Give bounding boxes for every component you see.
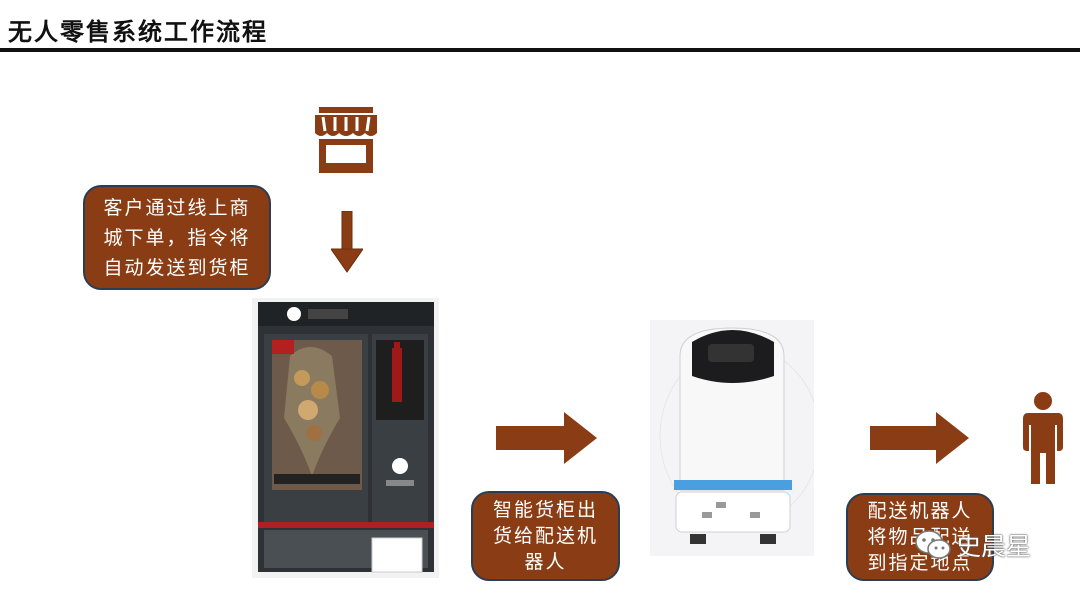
step-order-bubble: 客户通过线上商 城下单，指令将 自动发送到货柜 <box>83 185 271 290</box>
watermark: 史晨星 <box>914 525 1031 565</box>
step-order-line: 客户通过线上商 <box>103 196 251 219</box>
arrow-right-icon <box>496 412 597 464</box>
step-dispense-bubble: 智能货柜出 货给配送机 器人 <box>471 491 620 581</box>
step-dispense-line: 货给配送机 <box>492 525 598 547</box>
wechat-icon <box>915 530 951 559</box>
person-icon <box>1023 392 1063 484</box>
step-dispense-line: 智能货柜出 <box>492 499 598 521</box>
store-icon <box>315 107 377 173</box>
title-rule <box>0 48 1080 52</box>
watermark-text: 史晨星 <box>956 532 1032 561</box>
delivery-robot-image <box>650 320 821 556</box>
step-deliver-line: 配送机器人 <box>867 500 973 522</box>
step-order-line: 城下单，指令将 <box>103 226 251 249</box>
arrow-right-icon <box>870 412 969 464</box>
page-title: 无人零售系统工作流程 <box>8 17 268 46</box>
arrow-down-icon <box>331 211 363 273</box>
step-dispense-line: 器人 <box>524 551 567 573</box>
vending-kiosk-image <box>252 298 439 578</box>
step-order-line: 自动发送到货柜 <box>103 256 251 279</box>
